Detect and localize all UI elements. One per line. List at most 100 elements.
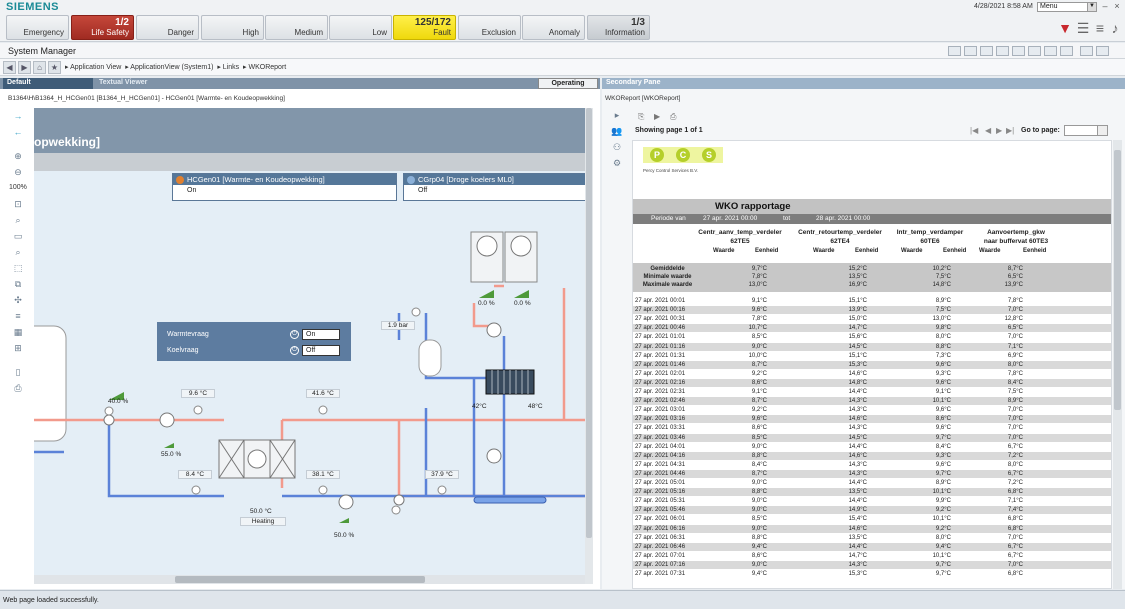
refresh-icon[interactable]: ▶ xyxy=(654,112,661,121)
operating-button[interactable]: Operating xyxy=(538,78,598,89)
power-icon[interactable]: ⏻ xyxy=(290,346,299,355)
alarm-high-button[interactable]: High xyxy=(201,15,264,40)
arrow-right-icon[interactable]: ▸ xyxy=(614,110,620,120)
task-list-icon[interactable]: ≡ xyxy=(1095,20,1105,36)
row-number: 7,0 xyxy=(1007,561,1017,568)
alarm-medium-button[interactable]: Medium xyxy=(265,15,328,40)
temp-value[interactable]: 9.6 °C xyxy=(181,389,215,398)
row-value: 6,7°C xyxy=(989,543,1023,551)
stats-label: Maximale waarde xyxy=(642,282,693,288)
layout-icon[interactable] xyxy=(1060,46,1073,56)
layout-icon[interactable] xyxy=(1012,46,1025,56)
temp-value[interactable]: 8.4 °C xyxy=(178,470,212,479)
zoom-in-icon[interactable]: ⊕ xyxy=(14,151,22,161)
forward-icon[interactable]: ▶ xyxy=(18,61,31,74)
layout-icon[interactable] xyxy=(1080,46,1093,56)
goto-button[interactable] xyxy=(1097,125,1108,136)
prev-page-icon[interactable]: ◀ xyxy=(985,126,992,135)
print-icon[interactable]: ⎙ xyxy=(670,112,677,121)
filter-icon[interactable]: ▼ xyxy=(1058,20,1072,36)
breadcrumb-item[interactable]: Application View xyxy=(70,64,122,71)
home-icon[interactable]: ⌂ xyxy=(33,61,46,74)
temp-value[interactable]: 38.1 °C xyxy=(306,470,340,479)
scrollbar-thumb[interactable] xyxy=(586,108,592,538)
minimize-icon[interactable]: – xyxy=(1102,1,1108,11)
zoom-icon[interactable]: ⌕ xyxy=(15,215,21,225)
breadcrumb-item[interactable]: WKOReport xyxy=(248,64,287,71)
favorite-star-icon[interactable]: ★ xyxy=(48,61,61,74)
unit: °C xyxy=(760,552,767,559)
list-icon[interactable]: ☰ xyxy=(1076,20,1090,36)
row-value: 8,7°C xyxy=(733,470,767,478)
temp-value[interactable]: 41.6 °C xyxy=(306,389,340,398)
row-number: 14,7 xyxy=(848,325,861,332)
layout-icon[interactable] xyxy=(996,46,1009,56)
print-icon[interactable]: ⎙ xyxy=(14,383,22,393)
graphic-icon[interactable]: ▦ xyxy=(13,327,23,337)
scrollbar-thumb[interactable] xyxy=(1114,150,1121,410)
select-region-icon[interactable]: ⬚ xyxy=(13,263,23,273)
alarm-emergency-button[interactable]: Emergency xyxy=(6,15,69,40)
last-page-icon[interactable]: ▶| xyxy=(1006,126,1015,135)
arrow-right-icon[interactable]: → xyxy=(13,111,23,121)
unit: °C xyxy=(1016,571,1023,577)
layout-icon[interactable] xyxy=(1096,46,1109,56)
expand-icon[interactable]: ✣ xyxy=(14,295,22,305)
alarm-low-button[interactable]: Low xyxy=(329,15,392,40)
breadcrumb-item[interactable]: Links xyxy=(222,64,240,71)
close-icon[interactable]: × xyxy=(1114,1,1120,11)
layout-icon[interactable] xyxy=(980,46,993,56)
scrollbar-thumb[interactable] xyxy=(175,576,425,583)
layout-icon[interactable] xyxy=(964,46,977,56)
row-value: 9,6°C xyxy=(733,415,767,423)
alarm-exclusion-button[interactable]: Exclusion xyxy=(458,15,521,40)
heat-demand-value[interactable]: On xyxy=(302,329,340,340)
hcgen-status-box[interactable]: HCGen01 [Warmte- en Koudeopwekking] On xyxy=(172,173,397,201)
zoom-icon[interactable]: ⌕ xyxy=(15,247,21,257)
layout-icon[interactable] xyxy=(1028,46,1041,56)
document-icon[interactable]: ▯ xyxy=(15,367,21,377)
user-settings-icon[interactable]: ⚇ xyxy=(612,142,622,152)
power-icon[interactable]: ⏻ xyxy=(290,330,299,339)
gear-icon[interactable]: ⚙ xyxy=(612,158,622,168)
back-icon[interactable]: ◀ xyxy=(3,61,16,74)
unit: °C xyxy=(760,307,767,314)
unit: °C xyxy=(760,498,767,505)
row-value: 14,9°C xyxy=(833,506,867,514)
next-page-icon[interactable]: ▶ xyxy=(996,126,1003,135)
breadcrumb-item[interactable]: ApplicationView (System1) xyxy=(130,64,214,71)
heat-pump-mode[interactable]: Heating xyxy=(240,517,286,526)
export-icon[interactable]: ⎘ xyxy=(638,112,645,121)
grid-icon[interactable]: ⊞ xyxy=(14,343,22,353)
zoom-fit-icon[interactable]: ⊡ xyxy=(14,199,22,209)
zoom-out-icon[interactable]: ⊖ xyxy=(14,167,22,177)
speaker-icon[interactable]: ♪ xyxy=(1111,20,1119,36)
row-value: 14,3°C xyxy=(833,461,867,469)
arrow-left-icon[interactable]: ← xyxy=(13,127,23,137)
pressure-value[interactable]: 1.9 bar xyxy=(381,321,415,330)
unit: °C xyxy=(760,470,767,477)
tab-textual-viewer[interactable]: Textual Viewer xyxy=(99,79,148,86)
tab-secondary-pane[interactable]: Secondary Pane xyxy=(606,79,661,86)
first-page-icon[interactable]: |◀ xyxy=(970,126,979,135)
cool-demand-value[interactable]: Off xyxy=(302,345,340,356)
list-icon[interactable]: ≡ xyxy=(15,311,21,321)
unit: °C xyxy=(1016,325,1023,332)
alarm-danger-button[interactable]: Danger xyxy=(136,15,199,40)
tab-default[interactable]: Default xyxy=(3,78,93,89)
layers-icon[interactable]: ⧉ xyxy=(14,279,22,289)
layout-icon[interactable] xyxy=(948,46,961,56)
chevron-down-icon[interactable]: ▼ xyxy=(1087,2,1097,12)
row-value: 6,7°C xyxy=(989,552,1023,560)
alarm-anomaly-button[interactable]: Anomaly xyxy=(522,15,585,40)
temp-value[interactable]: 37.9 °C xyxy=(425,470,459,479)
layout-icon[interactable] xyxy=(1044,46,1057,56)
cgrp-status-box[interactable]: CGrp04 [Droge koelers ML0] Off xyxy=(403,173,585,201)
users-icon[interactable]: 👥 xyxy=(611,126,623,136)
zoom-window-icon[interactable]: ▭ xyxy=(13,231,23,241)
row-number: 13,5 xyxy=(848,534,861,541)
